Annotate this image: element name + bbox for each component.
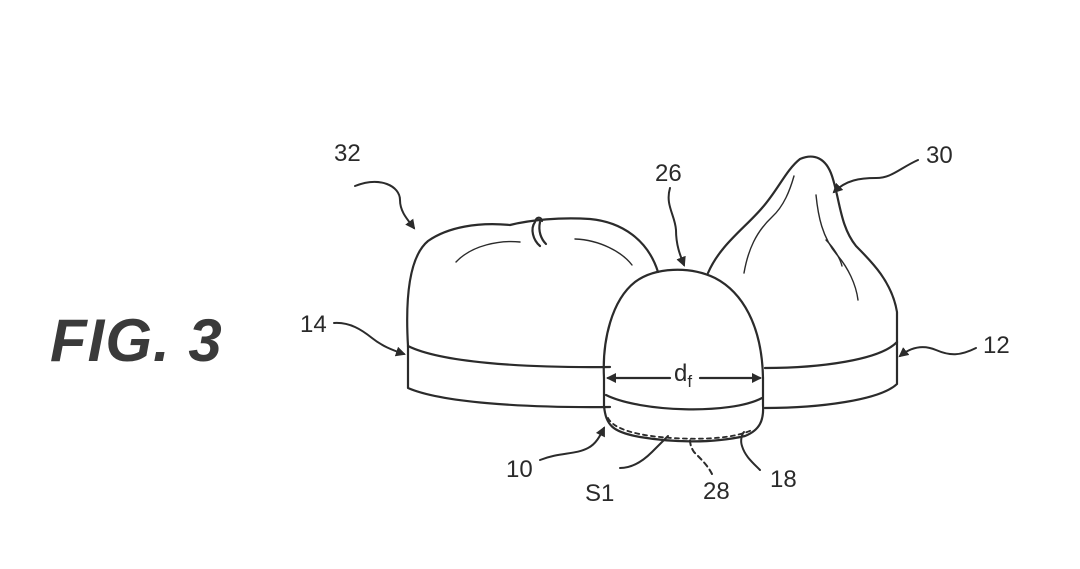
pear-contour-line-2 bbox=[815, 194, 859, 301]
leader-12 bbox=[898, 346, 977, 358]
reference-numeral-30: 30 bbox=[926, 142, 953, 169]
apple-outline bbox=[406, 217, 660, 348]
container-10-rim bbox=[604, 393, 764, 411]
pear-contour-line bbox=[743, 175, 795, 274]
apple-stem bbox=[531, 216, 548, 248]
pear-contour-line-3 bbox=[825, 239, 843, 267]
tray-14-outline bbox=[406, 344, 612, 409]
dimension-label-main: d bbox=[674, 360, 688, 387]
dimension-label-subscript: f bbox=[687, 372, 693, 391]
leader-32 bbox=[354, 181, 416, 230]
leader-14 bbox=[333, 321, 406, 357]
tray-12-outline bbox=[763, 340, 899, 410]
apple-contour-line bbox=[455, 240, 521, 263]
tray-12-band-line bbox=[763, 340, 899, 370]
front-item-dome bbox=[602, 268, 765, 380]
pear-food-item bbox=[706, 155, 899, 344]
leader-26 bbox=[667, 187, 686, 267]
dimension-label: df bbox=[674, 360, 693, 391]
tray-12-band bbox=[763, 340, 899, 410]
reference-numeral-18: 18 bbox=[770, 466, 797, 493]
tray-14-band bbox=[406, 344, 612, 409]
apple-food-item bbox=[406, 216, 660, 348]
reference-numeral-S1: S1 bbox=[585, 480, 615, 507]
reference-numeral-10: 10 bbox=[506, 456, 533, 483]
apple-contour-line-2 bbox=[574, 238, 633, 266]
leader-30 bbox=[832, 159, 919, 194]
tray-14-band-line bbox=[406, 344, 612, 369]
leader-10 bbox=[539, 426, 605, 461]
liner-28-dashed bbox=[607, 417, 753, 440]
leader-18 bbox=[740, 431, 761, 471]
figure-title: FIG. 3 bbox=[50, 307, 223, 374]
pear-outline bbox=[706, 155, 899, 344]
reference-numeral-28: 28 bbox=[703, 478, 730, 505]
leader-S1 bbox=[619, 435, 669, 469]
front-food-item bbox=[602, 268, 765, 443]
reference-numeral-14: 14 bbox=[300, 311, 327, 338]
leader-28 bbox=[689, 437, 713, 475]
reference-numeral-32: 32 bbox=[334, 140, 361, 167]
reference-numeral-12: 12 bbox=[983, 332, 1010, 359]
reference-numeral-26: 26 bbox=[655, 160, 682, 187]
